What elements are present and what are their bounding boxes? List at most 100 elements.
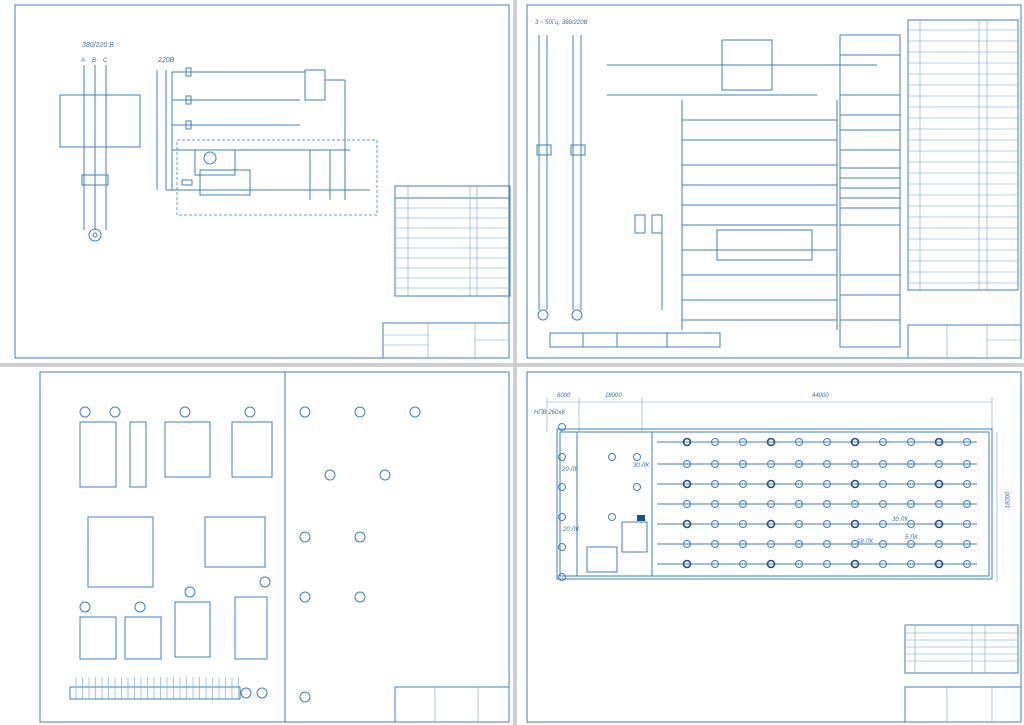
lamp-symbol-icon	[354, 531, 366, 543]
lamp-icon	[823, 480, 831, 488]
zone-label: 20 ЛК	[562, 467, 578, 473]
emergency-lamp-icon	[682, 479, 692, 489]
lamp-symbol-icon	[244, 406, 256, 418]
lamp-icon	[879, 480, 887, 488]
lamp-symbol-icon	[79, 601, 91, 613]
lamp-icon	[963, 520, 971, 528]
lamp-symbol-icon	[179, 406, 191, 418]
lamp-icon	[558, 453, 566, 461]
lamp-symbol-icon	[299, 591, 311, 603]
zone-label: 18 ЛК	[857, 539, 873, 545]
lamp-symbol-icon	[299, 531, 311, 543]
lamp-icon	[558, 573, 566, 581]
lamp-icon	[851, 460, 859, 468]
lamp-icon	[935, 540, 943, 548]
relay-blocks	[79, 421, 273, 660]
control-circuit	[156, 67, 378, 216]
emergency-lamp-icon	[682, 437, 692, 447]
lamp-icon	[683, 540, 691, 548]
specification-table	[394, 185, 511, 297]
control-voltage-label: 220В	[158, 57, 175, 64]
zone-label: 30 ЛК	[633, 463, 649, 469]
zone-label: 5 ЛК	[905, 535, 918, 541]
lamp-icon	[907, 560, 915, 568]
title-block	[394, 686, 510, 723]
lamp-icon	[963, 460, 971, 468]
zone-label: 20 ЛК	[563, 527, 579, 533]
lamp-icon	[935, 500, 943, 508]
lamp-symbol-icon	[409, 406, 421, 418]
lamp-icon	[558, 483, 566, 491]
lamp-icon	[739, 520, 747, 528]
lamp-icon	[907, 500, 915, 508]
sheet2-drawing	[526, 4, 1022, 359]
lamp-symbol-icon	[379, 469, 391, 481]
lamp-icon	[683, 500, 691, 508]
emergency-lamp-icon	[682, 559, 692, 569]
lamp-icon	[558, 543, 566, 551]
main-busbars	[536, 35, 877, 330]
lamp-icon	[907, 520, 915, 528]
emergency-lamp-icon	[850, 437, 860, 447]
lamp-icon	[795, 460, 803, 468]
lamp-icon	[879, 438, 887, 446]
lamp-icon	[879, 540, 887, 548]
emergency-lamp-icon	[766, 479, 776, 489]
sheet3-drawing	[39, 371, 510, 723]
lamp-icon	[963, 560, 971, 568]
legend-table	[904, 624, 1019, 674]
title-block	[904, 686, 1022, 723]
lamp-icon	[879, 560, 887, 568]
lamp-icon	[963, 540, 971, 548]
supply-label: 3 ~ 50Гц, 380/220В	[535, 20, 588, 26]
dimension-6000: 6000	[557, 393, 571, 399]
emergency-lamp-icon	[766, 559, 776, 569]
lamp-icon	[907, 438, 915, 446]
emergency-lamp-icon	[766, 519, 776, 529]
lamp-icon	[795, 500, 803, 508]
zone-label: 30 ЛК	[892, 517, 908, 523]
lamp-icon	[711, 520, 719, 528]
lamp-icon	[823, 438, 831, 446]
lamp-icon	[795, 438, 803, 446]
lamp-symbol-icon	[299, 406, 311, 418]
lamp-icon	[823, 540, 831, 548]
supply-voltage-label: 380/220 В	[82, 42, 114, 49]
emergency-lamp-icon	[682, 519, 692, 529]
lamp-symbol-icon	[109, 406, 121, 418]
title-block	[382, 322, 510, 359]
lamp-icon	[823, 460, 831, 468]
lamp-symbol-icon	[299, 691, 311, 703]
title-block	[907, 324, 1022, 359]
lamp-icon	[711, 500, 719, 508]
lamp-icon	[823, 560, 831, 568]
lamp-icon	[739, 540, 747, 548]
lamp-icon	[739, 460, 747, 468]
lamp-symbol-icon	[324, 469, 336, 481]
sheet-device-connections	[0, 367, 513, 725]
lamp-icon	[795, 520, 803, 528]
sheet-power-circuit: 380/220 В A B C 220В	[0, 0, 513, 363]
emergency-lamp-icon	[934, 479, 944, 489]
emergency-lamp-icon	[850, 519, 860, 529]
emergency-lamp-icon	[766, 437, 776, 447]
lamp-icon	[767, 540, 775, 548]
lamp-icon	[935, 460, 943, 468]
building-walls	[556, 428, 993, 580]
lamp-icon	[608, 513, 616, 521]
lamp-symbol-icon	[134, 601, 146, 613]
emergency-lamp-icon	[934, 559, 944, 569]
lamp-icon	[711, 480, 719, 488]
function-column	[839, 34, 901, 348]
bottom-labels	[549, 332, 721, 348]
lamp-icon	[851, 500, 859, 508]
lamp-icon	[633, 453, 641, 461]
lamp-icon	[963, 500, 971, 508]
lamp-icon	[851, 540, 859, 548]
lamp-icon	[879, 520, 887, 528]
lamp-icon	[767, 460, 775, 468]
lamp-icon	[608, 453, 616, 461]
sheet-lighting-plan: 6000 18000 44000 18000 НПВ 260х8 20 ЛК 3…	[517, 367, 1024, 725]
dimension-height-18000: 18000	[1005, 491, 1012, 509]
lamp-icon	[795, 480, 803, 488]
